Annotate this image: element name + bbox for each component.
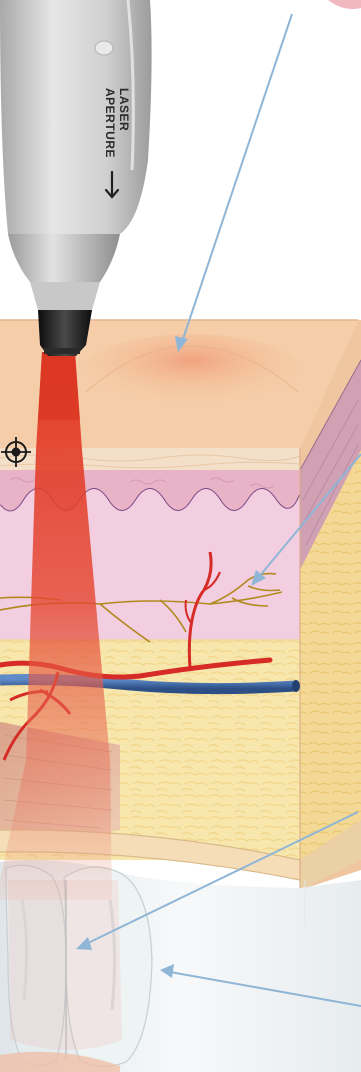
handpiece-button — [95, 41, 113, 55]
aperture-label-line1: LASER — [117, 88, 131, 131]
laser-handpiece: LASER APERTURE — [0, 0, 152, 356]
aperture-label-line2: APERTURE — [103, 88, 117, 158]
pointer-to-lesion — [175, 14, 292, 352]
corner-shape — [328, 0, 361, 9]
